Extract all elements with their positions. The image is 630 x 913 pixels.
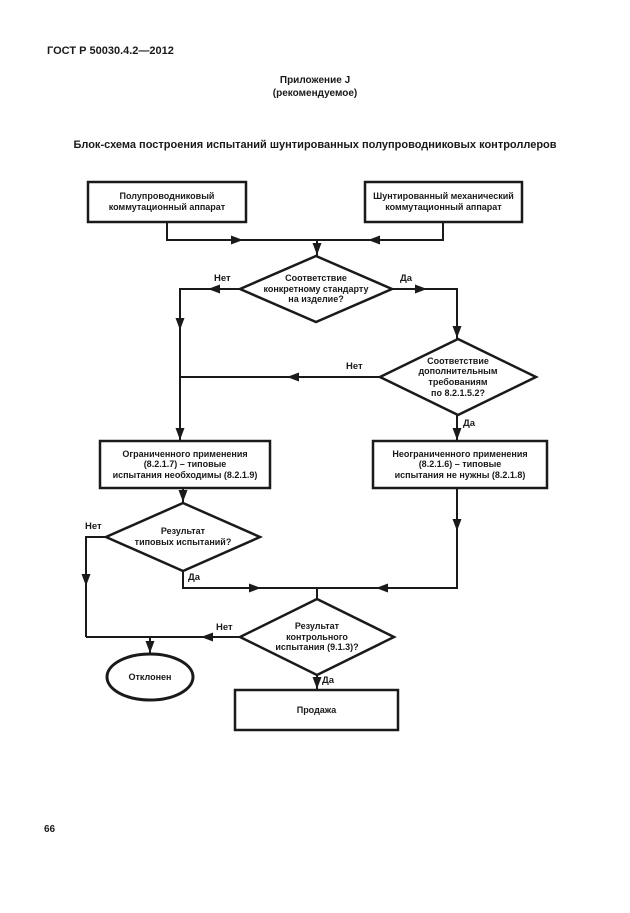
arrow-down-icon (178, 490, 188, 502)
box-shunted-mechanical-device (363, 180, 524, 224)
arrow-left-icon (208, 284, 220, 294)
edge-label-no-diamond1: Нет (214, 273, 231, 284)
connector-top-merge (166, 222, 444, 241)
arrow-left-icon (368, 235, 380, 245)
edge-label-no-diamond3: Нет (85, 521, 102, 532)
arrow-down-icon (175, 428, 185, 440)
arrowheads (81, 235, 462, 689)
diamond-additional-requirements-check (377, 337, 539, 417)
connector-diamond1-yes (392, 288, 458, 339)
arrow-down-icon (312, 677, 322, 689)
ellipse-rejected (105, 652, 195, 702)
arrow-down-icon (312, 243, 322, 255)
connector-diamond3-no (85, 536, 106, 637)
page-number: 66 (44, 824, 56, 835)
edge-label-no-diamond4: Нет (216, 622, 233, 633)
edge-label-no-diamond2: Нет (346, 361, 363, 372)
connector-diamond1-no (179, 288, 240, 441)
appendix-title: Приложение J (279, 75, 351, 86)
arrow-down-icon (175, 318, 185, 330)
arrow-down-icon (452, 326, 462, 338)
diamond-product-standard-check (236, 254, 396, 324)
arrow-right-icon (249, 583, 261, 593)
arrow-down-icon (145, 641, 155, 653)
box-unlimited-use (371, 439, 549, 490)
box-semiconductor-device (86, 180, 248, 224)
box-sale (233, 688, 400, 732)
arrow-right-icon (231, 235, 243, 245)
appendix-subtitle: (рекомендуемое) (272, 88, 358, 99)
arrow-left-icon (201, 632, 213, 642)
edge-label-yes-diamond2: Да (463, 418, 476, 429)
arrow-left-icon (376, 583, 388, 593)
arrow-right-icon (415, 284, 427, 294)
edge-label-yes-diamond1: Да (400, 273, 413, 284)
figure-title: Блок-схема построения испытаний шунтиров… (73, 139, 557, 151)
edge-label-yes-diamond3: Да (188, 572, 201, 583)
arrow-left-icon (287, 372, 299, 382)
diamond-routine-test-result (237, 597, 397, 677)
diamond-type-test-result (102, 501, 264, 573)
edge-label-yes-diamond4: Да (322, 675, 335, 686)
node-shapes (86, 180, 549, 732)
arrow-down-icon (452, 428, 462, 440)
doc-code: ГОСТ Р 50030.4.2—2012 (47, 45, 174, 57)
connector-diamond3-yes-merge (182, 488, 458, 589)
arrow-down-icon (81, 574, 91, 586)
box-limited-use (98, 439, 272, 490)
arrow-down-icon (452, 519, 462, 531)
